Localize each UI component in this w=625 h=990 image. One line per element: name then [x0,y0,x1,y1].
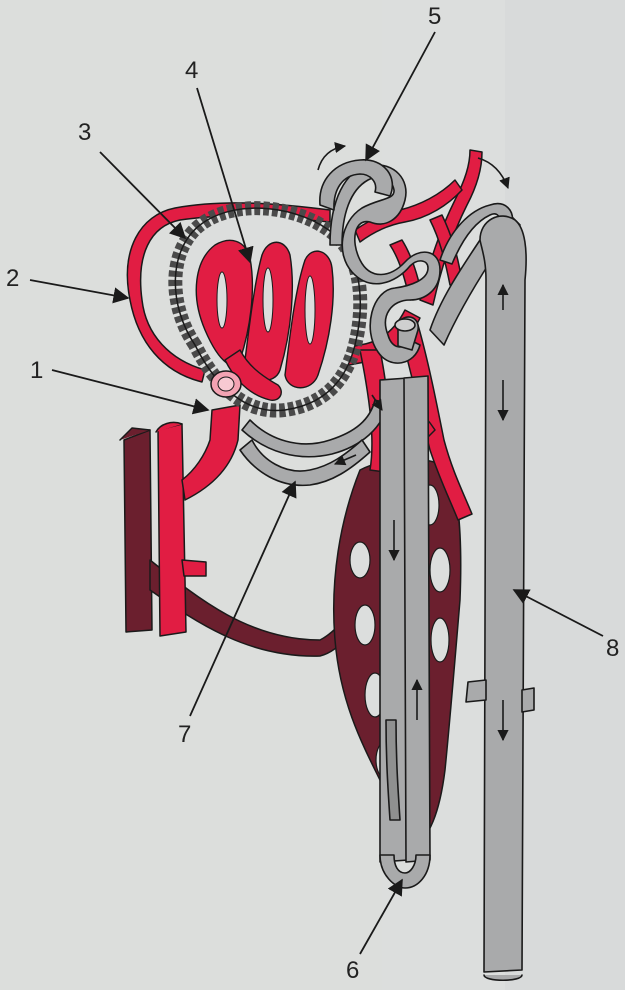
renal-artery [158,424,186,636]
label-4: 4 [185,57,198,84]
label-6: 6 [346,957,359,984]
label-8: 8 [606,635,619,662]
label-7: 7 [178,721,191,748]
label-3: 3 [78,119,91,146]
label-1: 1 [30,357,43,384]
ascending-limb [404,376,430,862]
label-2: 2 [6,265,19,292]
renal-vein [124,430,152,632]
collecting-duct [480,216,526,972]
label-5: 5 [428,3,441,30]
